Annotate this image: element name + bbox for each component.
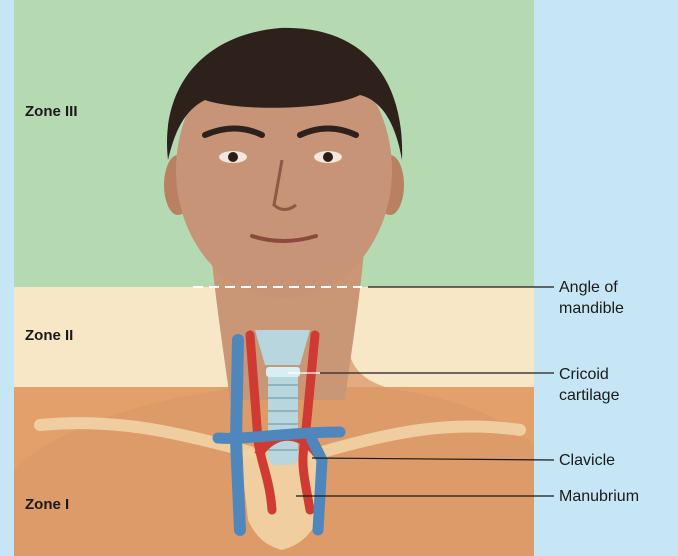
cricoid-cartilage <box>266 367 300 377</box>
zone-iii-label: Zone III <box>25 103 78 120</box>
clavicle-label: Clavicle <box>559 450 615 471</box>
zone-ii-label: Zone II <box>25 327 73 344</box>
zone-i-label: Zone I <box>25 496 69 513</box>
angle-of-mandible-label: Angle of mandible <box>559 277 624 319</box>
manubrium-label: Manubrium <box>559 486 639 507</box>
cricoid-cartilage-label: Cricoid cartilage <box>559 364 619 406</box>
subclavian-vein <box>218 432 340 438</box>
